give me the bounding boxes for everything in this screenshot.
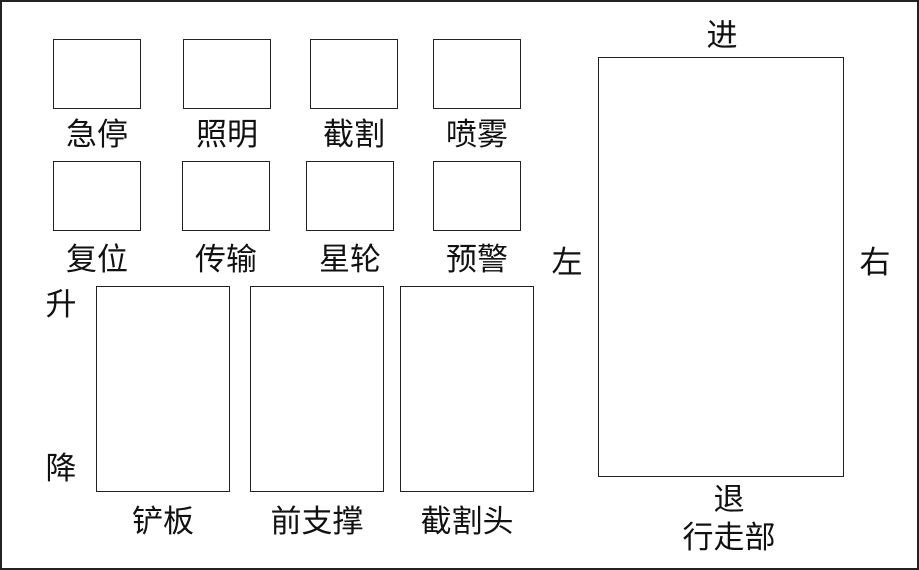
- cutting-head-joystick[interactable]: [400, 286, 534, 492]
- travel-left-label: 左: [551, 245, 583, 281]
- travel-section-label: 行走部: [682, 520, 776, 556]
- star-wheel-label: 星轮: [319, 242, 381, 278]
- lift-down-label: 降: [45, 451, 77, 487]
- front-support-label: 前支撑: [270, 504, 364, 540]
- cutting-button[interactable]: [310, 39, 398, 109]
- shovel-plate-joystick[interactable]: [96, 286, 230, 492]
- warning-button[interactable]: [433, 161, 521, 231]
- warning-label: 预警: [446, 242, 508, 278]
- cutting-label: 截割: [323, 117, 385, 153]
- reset-button[interactable]: [53, 161, 141, 231]
- front-support-joystick[interactable]: [250, 286, 384, 492]
- spray-label: 喷雾: [446, 117, 508, 153]
- lighting-button[interactable]: [183, 39, 271, 109]
- emergency-stop-label: 急停: [66, 117, 128, 153]
- emergency-stop-button[interactable]: [53, 39, 141, 109]
- conveyor-button[interactable]: [182, 161, 270, 231]
- travel-joystick[interactable]: [598, 57, 844, 477]
- star-wheel-button[interactable]: [306, 161, 394, 231]
- travel-right-label: 右: [859, 245, 891, 281]
- lift-up-label: 升: [45, 287, 77, 323]
- lighting-label: 照明: [196, 117, 258, 153]
- conveyor-label: 传输: [195, 242, 257, 278]
- travel-backward-label: 退: [713, 482, 745, 518]
- travel-forward-label: 进: [706, 18, 738, 54]
- reset-label: 复位: [66, 242, 128, 278]
- shovel-plate-label: 铲板: [132, 504, 194, 540]
- cutting-head-label: 截割头: [420, 504, 514, 540]
- spray-button[interactable]: [433, 39, 521, 109]
